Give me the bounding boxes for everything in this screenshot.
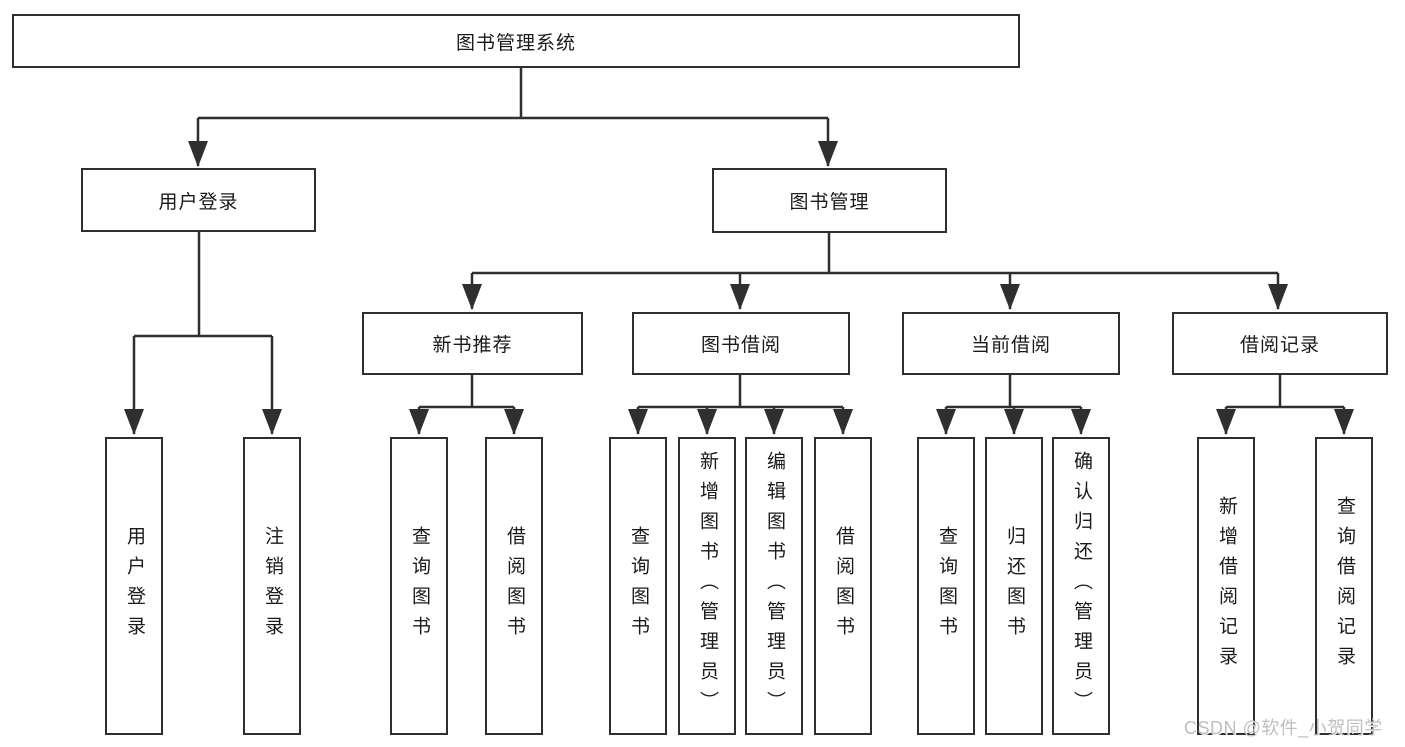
leaf-bb-add-book-admin: 新增图书（管理员） [678,437,736,735]
leaf-cb-query-book-label: 查询图书 [935,526,957,646]
node-root: 图书管理系统 [12,14,1020,68]
leaf-bb-borrow-book-label: 借阅图书 [832,526,854,646]
node-book-borrow-label: 图书借阅 [700,335,781,356]
leaf-bb-edit-book-admin: 编辑图书（管理员） [745,437,803,735]
connector-book-management-trunk [472,233,1278,275]
connector-borrow-records-trunk [1226,375,1344,409]
node-new-book-recommend: 新书推荐 [362,312,583,375]
node-book-management-label: 图书管理 [789,192,870,213]
connector-book-borrow-trunk [638,375,843,409]
node-book-borrow: 图书借阅 [632,312,850,375]
connector-new-book-recommend-trunk [419,375,514,409]
leaf-br-add-record: 新增借阅记录 [1197,437,1255,735]
leaf-logout-label: 注销登录 [261,526,283,646]
leaf-nbr-query-book-label: 查询图书 [408,526,430,646]
leaf-user-login: 用户登录 [105,437,163,735]
leaf-nbr-borrow-book-label: 借阅图书 [503,526,525,646]
node-borrow-records: 借阅记录 [1172,312,1388,375]
node-root-label: 图书管理系统 [455,32,576,54]
leaf-br-query-record: 查询借阅记录 [1315,437,1373,735]
leaf-bb-edit-book-admin-label: 编辑图书（管理员） [763,451,785,721]
leaf-bb-borrow-book: 借阅图书 [814,437,872,735]
connector-current-borrow-trunk [946,375,1081,409]
leaf-user-login-label: 用户登录 [123,526,145,646]
leaf-cb-confirm-return-admin: 确认归还（管理员） [1052,437,1110,735]
leaf-cb-confirm-return-admin-label: 确认归还（管理员） [1070,451,1092,721]
leaf-cb-return-book-label: 归还图书 [1003,526,1025,646]
leaf-cb-return-book: 归还图书 [985,437,1043,735]
node-user-login: 用户登录 [81,168,316,232]
node-current-borrow-label: 当前借阅 [970,335,1051,356]
connector-user-login-trunk [134,231,272,338]
leaf-logout: 注销登录 [243,437,301,735]
leaf-br-query-record-label: 查询借阅记录 [1333,496,1355,676]
leaf-nbr-borrow-book: 借阅图书 [485,437,543,735]
node-user-login-label: 用户登录 [158,191,239,213]
leaf-bb-query-book-label: 查询图书 [627,526,649,646]
node-current-borrow: 当前借阅 [902,312,1120,375]
node-borrow-records-label: 借阅记录 [1239,335,1320,356]
leaf-nbr-query-book: 查询图书 [390,437,448,735]
leaf-cb-query-book: 查询图书 [917,437,975,735]
connector-root-trunk [198,67,828,120]
leaf-bb-add-book-admin-label: 新增图书（管理员） [696,451,718,721]
leaf-br-add-record-label: 新增借阅记录 [1215,496,1237,676]
csdn-watermark: CSDN @软件_小贺同学 [1184,718,1383,738]
node-new-book-recommend-label: 新书推荐 [432,335,513,356]
node-book-management: 图书管理 [712,168,947,233]
leaf-bb-query-book: 查询图书 [609,437,667,735]
